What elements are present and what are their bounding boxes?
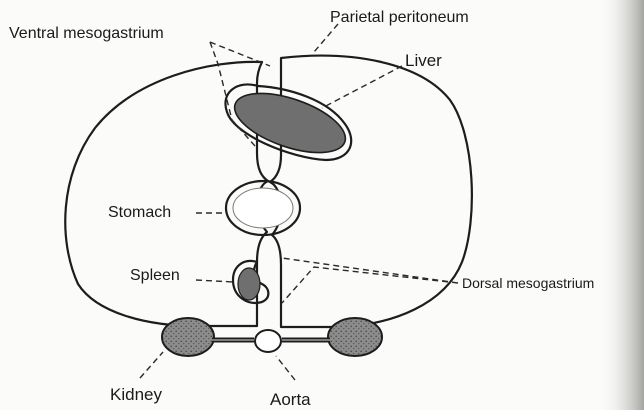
label-stomach: Stomach [108, 204, 171, 221]
dorsal-mesogastrium-leader [282, 258, 458, 303]
right-kidney [328, 318, 382, 356]
label-parietal-peritoneum: Parietal peritoneum [330, 9, 469, 26]
label-spleen: Spleen [130, 267, 180, 284]
right-body-wall [270, 56, 472, 327]
liver [227, 81, 352, 164]
liver-leader [322, 66, 402, 108]
label-liver: Liver [405, 51, 442, 70]
label-dorsal-mesogastrium: Dorsal mesogastrium [462, 275, 594, 291]
label-kidney: Kidney [110, 385, 162, 404]
parietal-peritoneum-leader [314, 24, 338, 52]
stomach-lumen [233, 188, 293, 228]
label-aorta: Aorta [270, 390, 311, 409]
label-ventral-mesogastrium: Ventral mesogastrium [9, 25, 164, 42]
left-kidney [162, 318, 214, 356]
kidney-leader [140, 352, 163, 378]
page-edge-shadow [598, 0, 644, 410]
aorta-leader [276, 356, 295, 380]
aorta [255, 330, 281, 352]
spleen-leader [196, 280, 234, 282]
spleen [238, 268, 260, 300]
